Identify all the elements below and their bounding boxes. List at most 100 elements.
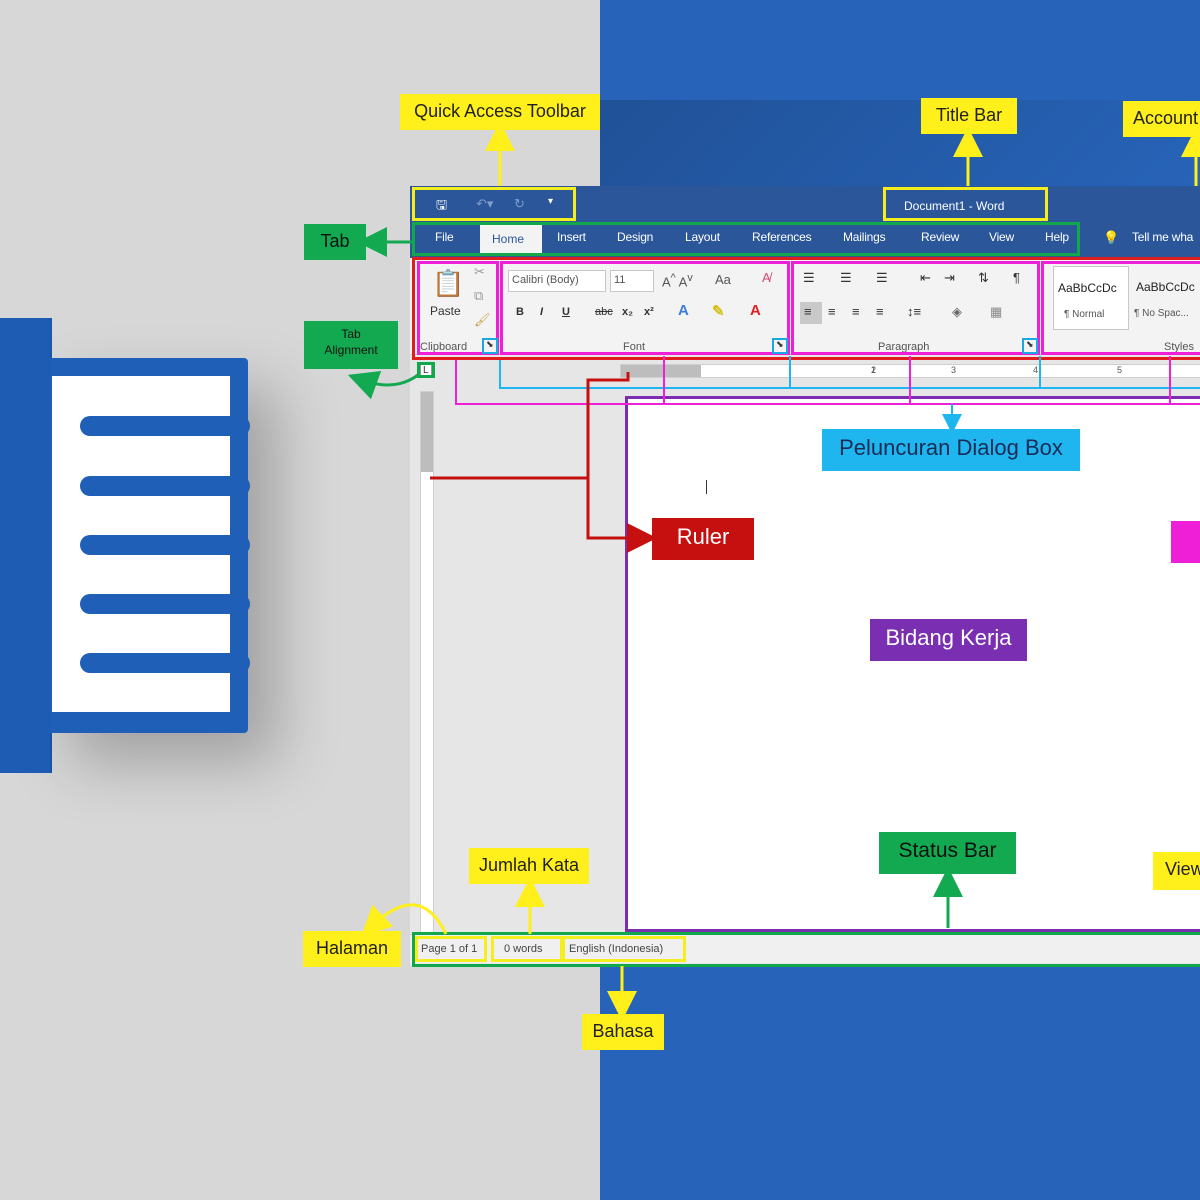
increase-indent-icon[interactable]: ⇥ [944,270,955,285]
group-outline-clipboard [417,261,499,355]
format-painter-icon[interactable]: 🖌 [474,312,491,327]
status-page[interactable]: Page 1 of 1 [421,943,478,955]
style-sample-2: AaBbCcDc [1136,280,1195,294]
font-size-value: 11 [614,274,626,286]
tab-layout[interactable]: Layout [685,230,720,244]
label-view: View [1153,852,1200,890]
subscript-icon[interactable]: x₂ [622,306,634,318]
line-spacing-icon[interactable]: ↕≡ [907,304,922,319]
font-name-select[interactable]: Calibri (Body) [508,270,606,292]
shading-icon[interactable]: ◈ [952,304,962,319]
justify-icon[interactable]: ≡ [876,304,884,319]
label-jumlah-kata: Jumlah Kata [469,848,589,884]
tab-outline [412,222,1080,256]
ruler-number: 3 [951,365,957,375]
label-account: Account [1123,101,1200,137]
paste-icon[interactable]: 📋 [432,268,465,298]
style-name-2: ¶ No Spac... [1134,308,1189,319]
align-right-icon[interactable]: ≡ [852,304,860,319]
ribbon-outline [412,257,1200,360]
text-effects-icon[interactable]: A [678,302,689,319]
copy-icon[interactable]: ⧉ [474,288,484,303]
label-ruler: Ruler [652,518,754,560]
cut-icon[interactable]: ✂ [474,264,485,279]
workspace-outline [625,396,1200,932]
logo-line [80,416,250,436]
tab-home[interactable]: Home [480,224,542,254]
style-normal[interactable]: AaBbCcDc ¶ Normal [1053,266,1129,330]
ruler-margin [421,392,433,472]
quick-access-toolbar-outline [412,187,576,221]
group-styles-label: Styles [1164,341,1194,353]
text-cursor [706,480,707,494]
title-bar: 🖫 ↶▾ ↻ ▾ Document1 - Word [410,186,1200,222]
document-title: Document1 - Word [904,199,1005,213]
font-size-select[interactable]: 11 [610,270,654,292]
italic-icon[interactable]: I [540,306,544,318]
align-center-icon[interactable]: ≡ [828,304,836,319]
dialog-launcher-paragraph-icon[interactable]: ⬊ [1026,339,1034,349]
ruler-number: 2 [871,365,877,375]
undo-icon[interactable]: ↶▾ [476,196,494,211]
status-words[interactable]: 0 words [504,943,543,955]
grow-font-icon[interactable]: A^ Av [662,272,693,290]
borders-icon[interactable]: ▦ [990,304,1003,319]
underline-icon[interactable]: U [562,306,570,318]
style-sample-1: AaBbCcDc [1058,281,1117,295]
sort-icon[interactable]: ⇅ [978,270,989,285]
tell-me-box[interactable]: Tell me wha [1132,230,1194,244]
tab-insert[interactable]: Insert [557,230,586,244]
pilcrow-icon[interactable]: ¶ [1013,270,1020,285]
launcher-outline-paragraph [1022,338,1038,354]
align-left-button[interactable] [800,302,822,324]
tab-review[interactable]: Review [921,230,960,244]
dialog-launcher-clipboard-icon[interactable]: ⬊ [486,339,494,349]
align-left-icon: ≡ [804,304,812,319]
tab-mailings[interactable]: Mailings [843,230,886,244]
decrease-indent-icon[interactable]: ⇤ [920,270,931,285]
lightbulb-icon: 💡 [1103,230,1120,245]
title-bar-outline [883,187,1048,221]
superscript-icon[interactable]: x² [644,306,654,318]
style-name-1: ¶ Normal [1064,309,1105,320]
tab-references[interactable]: References [752,230,812,244]
save-icon[interactable]: 🖫 [436,197,448,212]
dialog-launcher-font-icon[interactable]: ⬊ [776,339,784,349]
status-bar: Page 1 of 1 0 words English (Indonesia) [410,934,1200,963]
bullets-icon[interactable]: ☰ [803,270,815,285]
label-magenta-partial [1171,521,1200,563]
status-language[interactable]: English (Indonesia) [569,943,664,955]
group-outline-paragraph [791,261,1040,355]
customize-toolbar-icon[interactable]: ▾ [548,196,554,207]
launcher-outline-font [772,338,788,354]
group-outline-styles [1041,261,1200,355]
tab-view[interactable]: View [989,230,1014,244]
label-bidang-kerja: Bidang Kerja [870,619,1027,661]
strikethrough-icon[interactable]: abc [595,306,613,318]
paste-label[interactable]: Paste [430,304,461,318]
bold-icon[interactable]: B [516,306,524,318]
page-count-outline [415,936,487,962]
group-outline-font [500,261,790,355]
clear-formatting-icon[interactable]: A̸ [762,270,771,285]
vertical-ruler[interactable] [420,391,434,933]
font-color-icon[interactable]: A [750,302,761,319]
status-bar-outline [412,932,1200,967]
ruler-number: 5 [1117,365,1123,375]
tab-design[interactable]: Design [617,230,654,244]
logo-line [80,476,250,496]
multilevel-list-icon[interactable]: ☰ [876,270,888,285]
numbering-icon[interactable]: ☰ [840,270,852,285]
style-no-spacing[interactable]: AaBbCcDc ¶ No Spac... [1132,266,1200,328]
tab-file[interactable]: File [435,230,454,244]
group-clipboard-label: Clipboard [420,341,468,353]
ruler-margin [621,365,701,377]
logo-line [80,535,250,555]
redo-icon[interactable]: ↻ [514,196,525,211]
tab-help[interactable]: Help [1045,230,1069,244]
change-case-button[interactable]: Aa [715,272,731,287]
label-halaman: Halaman [303,931,401,967]
group-paragraph-label: Paragraph [878,341,930,353]
highlight-icon[interactable]: ✎ [712,303,725,320]
logo-line [80,594,250,614]
